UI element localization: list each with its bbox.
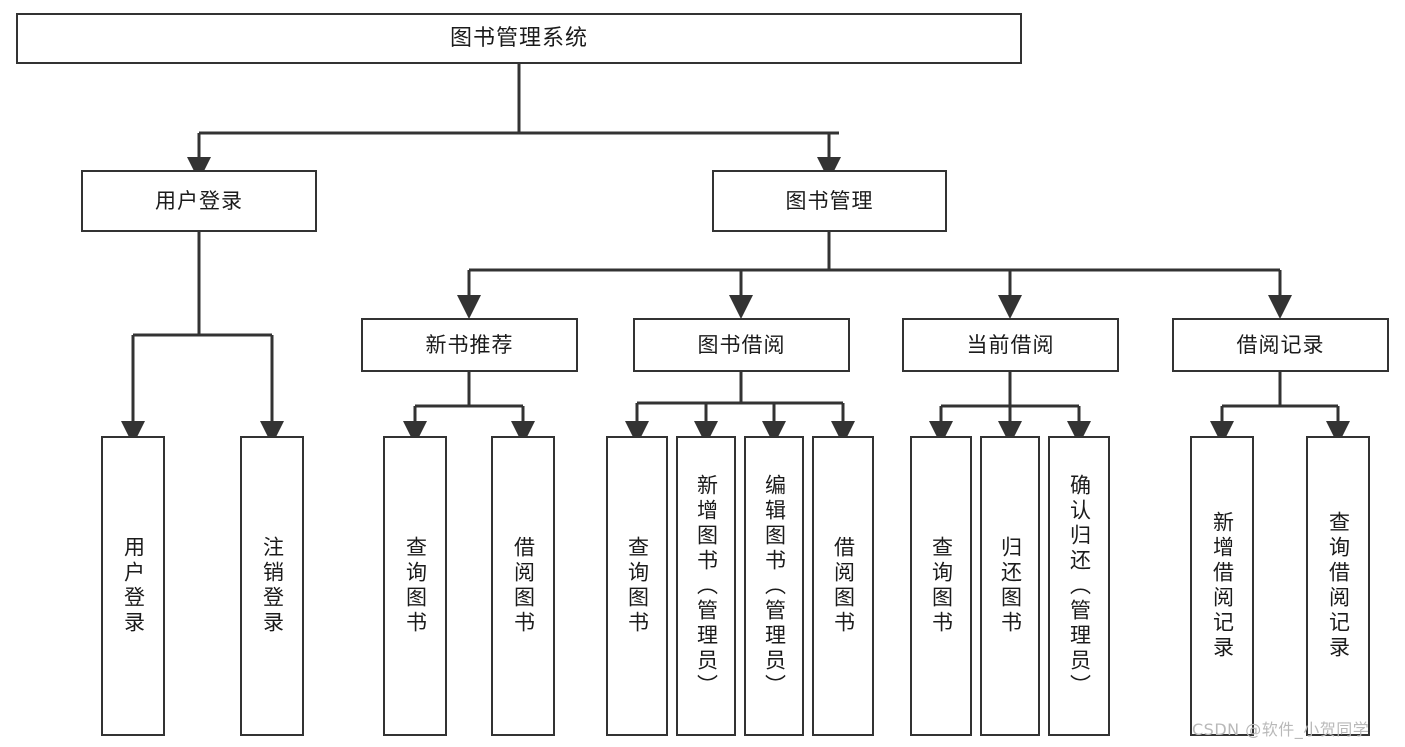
node-leaf-return-book[interactable]: 归还图书 (980, 436, 1040, 736)
node-leaf-query-book-3[interactable]: 查询图书 (910, 436, 972, 736)
node-root[interactable]: 图书管理系统 (16, 13, 1022, 64)
node-leaf-logout-login[interactable]: 注销登录 (240, 436, 304, 736)
node-leaf-borrow-book-1[interactable]: 借阅图书 (491, 436, 555, 736)
node-leaf-query-book-3-label: 查询图书 (929, 536, 954, 636)
node-leaf-logout-login-label: 注销登录 (260, 536, 285, 636)
node-leaf-query-book-2[interactable]: 查询图书 (606, 436, 668, 736)
node-leaf-borrow-book-2-label: 借阅图书 (831, 536, 856, 636)
node-leaf-edit-book-label: 编辑图书（管理员） (762, 473, 787, 699)
node-user-login-label: 用户登录 (155, 188, 243, 213)
node-current-borrow-label: 当前借阅 (966, 332, 1055, 357)
node-leaf-query-book-1[interactable]: 查询图书 (383, 436, 447, 736)
node-book-borrow-label: 图书借阅 (697, 332, 786, 357)
node-leaf-add-record[interactable]: 新增借阅记录 (1190, 436, 1254, 736)
node-borrow-record-label: 借阅记录 (1236, 332, 1325, 357)
node-new-book-recommend-label: 新书推荐 (425, 332, 514, 357)
node-book-borrow[interactable]: 图书借阅 (633, 318, 850, 372)
node-leaf-query-record[interactable]: 查询借阅记录 (1306, 436, 1370, 736)
node-leaf-edit-book[interactable]: 编辑图书（管理员） (744, 436, 804, 736)
node-leaf-add-book-label: 新增图书（管理员） (694, 473, 719, 699)
node-leaf-user-login-label: 用户登录 (121, 536, 146, 636)
node-leaf-query-record-label: 查询借阅记录 (1326, 511, 1351, 661)
node-current-borrow[interactable]: 当前借阅 (902, 318, 1119, 372)
node-leaf-add-record-label: 新增借阅记录 (1210, 511, 1235, 661)
node-leaf-query-book-1-label: 查询图书 (403, 536, 428, 636)
node-root-label: 图书管理系统 (449, 25, 588, 51)
node-user-login[interactable]: 用户登录 (81, 170, 317, 232)
node-leaf-borrow-book-2[interactable]: 借阅图书 (812, 436, 874, 736)
node-leaf-return-book-label: 归还图书 (998, 536, 1023, 636)
node-borrow-record[interactable]: 借阅记录 (1172, 318, 1389, 372)
watermark-text: CSDN @软件_小贺同学 (1192, 720, 1370, 739)
node-book-manage-label: 图书管理 (785, 188, 874, 213)
node-leaf-add-book[interactable]: 新增图书（管理员） (676, 436, 736, 736)
node-new-book-recommend[interactable]: 新书推荐 (361, 318, 578, 372)
node-book-manage[interactable]: 图书管理 (712, 170, 947, 232)
node-leaf-confirm-return-label: 确认归还（管理员） (1067, 473, 1092, 699)
node-leaf-borrow-book-1-label: 借阅图书 (511, 536, 536, 636)
node-leaf-query-book-2-label: 查询图书 (625, 536, 650, 636)
node-leaf-confirm-return[interactable]: 确认归还（管理员） (1048, 436, 1110, 736)
node-leaf-user-login[interactable]: 用户登录 (101, 436, 165, 736)
